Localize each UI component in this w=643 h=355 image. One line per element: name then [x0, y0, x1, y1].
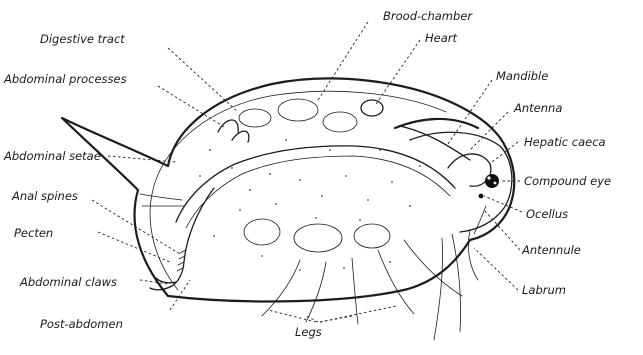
label-post-abdomen: Post-abdomen — [40, 317, 123, 331]
head-fornix — [395, 119, 478, 128]
abdominal-setae — [140, 194, 184, 206]
label-antennule: Antennule — [521, 243, 581, 257]
legs — [262, 234, 462, 340]
hepatic-caeca — [448, 154, 491, 186]
label-mandible: Mandible — [496, 69, 548, 83]
heart — [361, 100, 383, 116]
compound-eye — [485, 174, 499, 188]
label-labrum: Labrum — [522, 283, 566, 297]
labels: Brood-chamber Digestive tract Heart Abdo… — [3, 9, 611, 339]
antenna — [400, 126, 470, 160]
label-hepatic-caeca: Hepatic caeca — [524, 135, 606, 149]
label-brood-chamber: Brood-chamber — [383, 9, 473, 23]
leader-lines — [92, 22, 522, 322]
label-ocellus: Ocellus — [526, 207, 568, 221]
label-legs: Legs — [295, 325, 322, 339]
label-compound-eye: Compound eye — [524, 174, 611, 188]
antennule — [474, 206, 486, 234]
ocellus — [479, 194, 484, 199]
label-abdominal-processes: Abdominal processes — [3, 72, 127, 86]
label-digestive-tract: Digestive tract — [40, 32, 125, 46]
label-anal-spines: Anal spines — [11, 189, 78, 203]
label-pecten: Pecten — [14, 226, 53, 240]
label-abdominal-setae: Abdominal setae — [3, 149, 101, 163]
label-antenna: Antenna — [513, 101, 562, 115]
label-heart: Heart — [425, 31, 457, 45]
label-abdominal-claws: Abdominal claws — [19, 275, 117, 289]
daphnia-illustration — [62, 78, 514, 340]
post-abdomen — [172, 188, 214, 286]
compound-eye-lens-1 — [487, 176, 490, 179]
digestive-tract-inner — [186, 156, 450, 228]
compound-eye-lens-2 — [494, 182, 497, 185]
brood-embryos — [239, 99, 390, 252]
abdominal-processes — [218, 120, 249, 142]
